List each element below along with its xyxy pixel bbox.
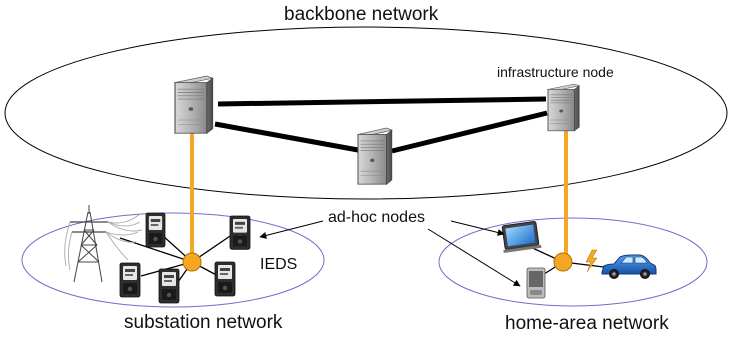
smart-meter-icon — [229, 215, 251, 250]
substation-network-label: substation network — [124, 312, 283, 333]
adhoc-nodes-label: ad-hoc nodes — [328, 209, 425, 226]
server-icon — [174, 75, 214, 134]
backbone-link-left — [214, 121, 359, 153]
ieds-label: IEDS — [260, 256, 298, 273]
annotation-arrow-ieds — [259, 220, 324, 239]
pda-icon — [526, 267, 546, 299]
power-pylon-icon — [64, 205, 143, 283]
server-icon — [547, 83, 580, 132]
infrastructure-node-label: infrastructure node — [497, 64, 614, 80]
substation-hub-node — [182, 252, 202, 272]
backbone-link-right — [391, 110, 548, 154]
home-area-network-ellipse — [438, 217, 708, 307]
smart-meter-icon — [145, 212, 166, 248]
annotation-arrow-pda — [427, 228, 521, 287]
smart-meter-icon — [158, 268, 180, 304]
smart-meter-icon — [119, 262, 141, 298]
annotation-arrow-tablet — [450, 220, 505, 236]
smart-meter-icon — [214, 261, 236, 297]
backbone-network-label: backbone network — [284, 4, 439, 25]
tablet-icon — [501, 221, 542, 254]
home-area-network-label: home-area network — [505, 313, 669, 334]
electric-car-icon — [601, 254, 657, 279]
backbone-network-ellipse — [4, 26, 728, 200]
server-icon — [357, 127, 393, 185]
backbone-link-top — [217, 96, 547, 107]
lightning-icon — [585, 249, 598, 273]
substation-network-ellipse — [21, 212, 325, 308]
home-area-hub-node — [553, 252, 573, 272]
